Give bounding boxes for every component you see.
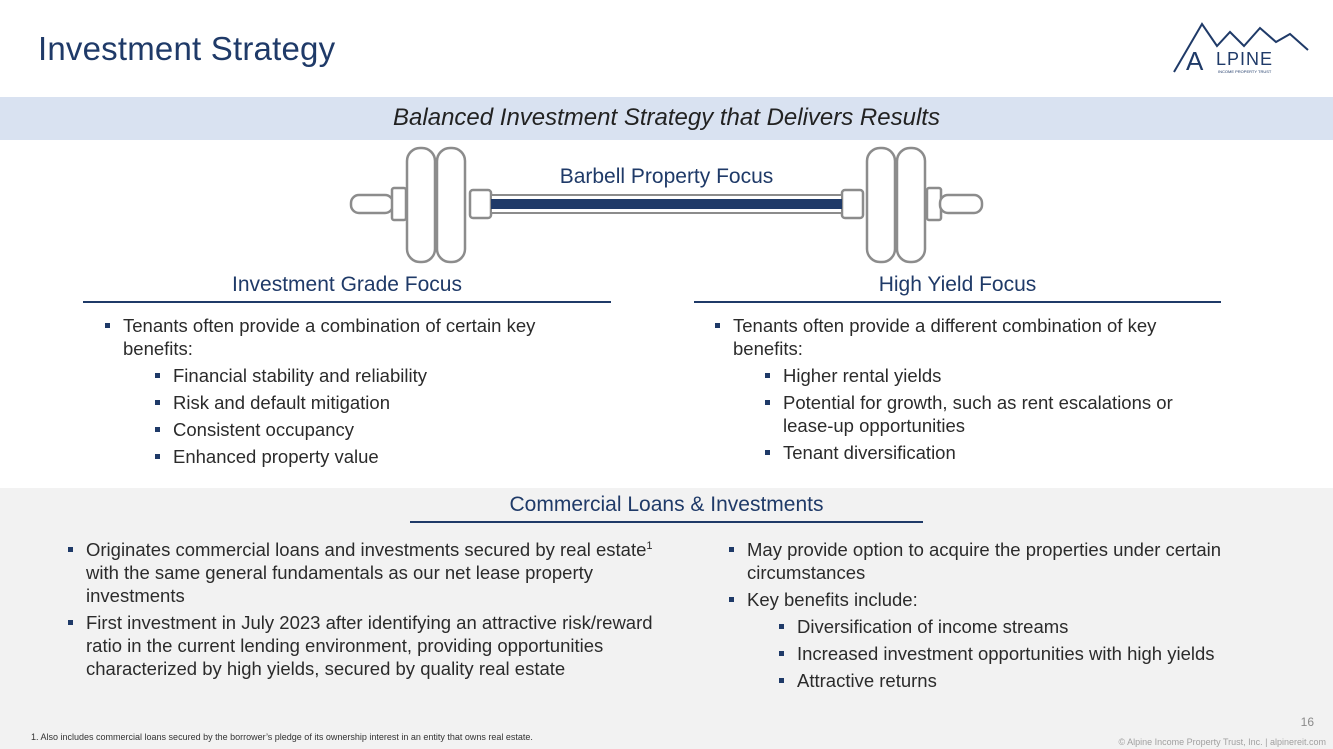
logo-tagline: INCOME PROPERTY TRUST — [1218, 69, 1272, 74]
alpine-logo: A LPINE INCOME PROPERTY TRUST — [1173, 22, 1309, 76]
strategy-banner: Balanced Investment Strategy that Delive… — [0, 97, 1333, 140]
list-item: Risk and default mitigation — [155, 391, 605, 414]
footnote-marker: 1 — [646, 539, 653, 552]
page-number: 16 — [1300, 715, 1314, 729]
banner-text: Balanced Investment Strategy that Delive… — [393, 104, 940, 131]
list-item: Attractive returns — [779, 669, 1319, 692]
list-item: Higher rental yields — [765, 364, 1215, 387]
list-item: May provide option to acquire the proper… — [729, 538, 1319, 584]
list-item: Key benefits include: — [729, 588, 1319, 611]
mountain-icon — [1173, 22, 1309, 73]
copyright: © Alpine Income Property Trust, Inc. | a… — [1118, 737, 1326, 747]
loans-item-text: with the same general fundamentals as ou… — [86, 562, 593, 606]
footnote: 1. Also includes commercial loans secure… — [31, 732, 533, 742]
list-item: Originates commercial loans and investme… — [68, 538, 678, 607]
investment-grade-heading: Investment Grade Focus — [83, 273, 611, 303]
list-item: First investment in July 2023 after iden… — [68, 611, 678, 680]
list-item: Potential for growth, such as rent escal… — [765, 391, 1215, 437]
page-title: Investment Strategy — [38, 30, 336, 67]
high-yield-list: Tenants often provide a different combin… — [715, 314, 1215, 464]
investment-grade-list: Tenants often provide a combination of c… — [105, 314, 605, 468]
barbell-label: Barbell Property Focus — [559, 165, 774, 188]
list-item: Tenants often provide a combination of c… — [105, 314, 605, 360]
loans-left-list: Originates commercial loans and investme… — [68, 538, 678, 680]
list-item: Tenant diversification — [765, 441, 1215, 464]
list-item: Tenants often provide a different combin… — [715, 314, 1215, 360]
list-item: Increased investment opportunities with … — [779, 642, 1319, 665]
loans-right-list: May provide option to acquire the proper… — [729, 538, 1319, 692]
logo-wordmark: LPINE — [1216, 49, 1273, 69]
barbell-icon — [349, 146, 984, 264]
logo-initial: A — [1186, 46, 1204, 76]
loans-item-text: Originates commercial loans and investme… — [86, 539, 647, 560]
list-item: Consistent occupancy — [155, 418, 605, 441]
list-item: Diversification of income streams — [779, 615, 1319, 638]
loans-panel — [0, 488, 1333, 749]
list-item: Enhanced property value — [155, 445, 605, 468]
loans-heading: Commercial Loans & Investments — [410, 493, 923, 523]
high-yield-heading: High Yield Focus — [694, 273, 1221, 303]
list-item: Financial stability and reliability — [155, 364, 605, 387]
